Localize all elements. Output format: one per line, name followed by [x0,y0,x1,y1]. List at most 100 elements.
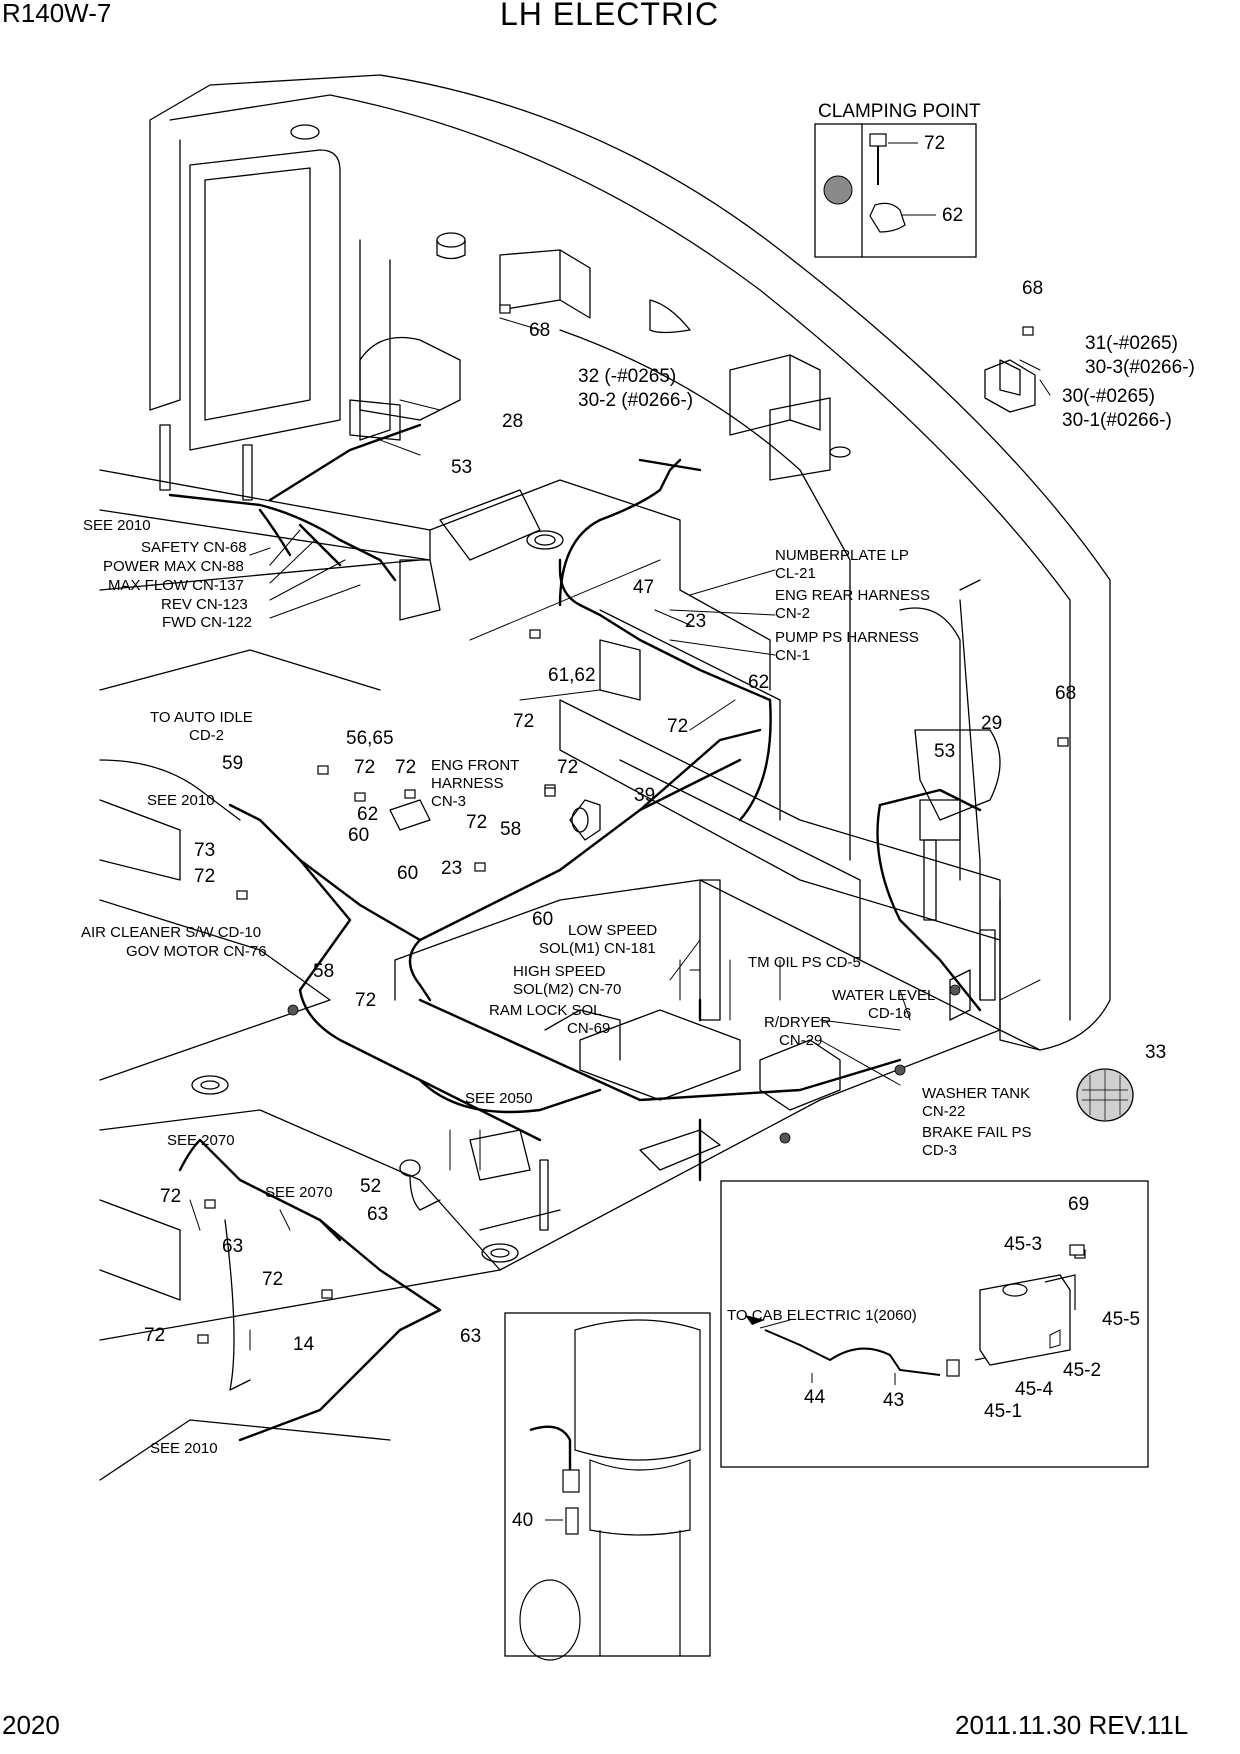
part-callout: 28 [502,411,524,432]
connector-label: PUMP PS HARNESS [775,629,919,646]
part-callout: 30(-#0265) [1062,386,1155,407]
connector-label: ENG FRONT [431,757,520,774]
connector-label: HARNESS [431,775,504,792]
connector-label: CN-3 [431,793,467,810]
connector-label: SOL(M2) CN-70 [513,981,622,998]
engine-cover-box [359,336,461,421]
connector-label: SAFETY CN-68 [141,539,247,556]
part-callout: 60 [348,825,370,846]
connector-label: BRAKE FAIL PS [922,1124,1032,1141]
part-callout: 58 [313,961,335,982]
air-cleaner-inset [504,1312,711,1661]
part-callout: 45-5 [1102,1309,1141,1330]
connector-label: RAM LOCK SOL [489,1002,602,1019]
part-callout: 45-2 [1063,1360,1102,1381]
connector-label: POWER MAX CN-88 [103,558,244,575]
connector-label: R/DRYER [764,1014,832,1031]
part-callout: 62 [748,672,770,693]
connector-label: NUMBERPLATE LP [775,547,909,564]
part-callout: 72 [144,1325,166,1346]
connector-label: SOL(M1) CN-181 [539,940,656,957]
connector-label: REV CN-123 [161,596,248,613]
connector-label: ENG REAR HARNESS [775,587,931,604]
connector-label: MAX FLOW CN-137 [108,577,244,594]
counterweight-outline [149,74,1111,1051]
reference-label: SEE 2050 [465,1090,533,1107]
part-callout: 73 [194,840,216,861]
part-callout: 29 [981,713,1003,734]
part-callout: 47 [633,577,655,598]
part-callout: 32 (-#0265) [578,366,677,387]
part-callout: 63 [460,1326,482,1347]
part-callout: 69 [1068,1194,1090,1215]
reference-label: SEE 2010 [147,792,215,809]
part-callout: 72 [466,812,488,833]
part-callout: 30-3(#0266-) [1085,357,1195,378]
part-callout: 72 [262,1269,284,1290]
part-callout: 72 [354,757,376,778]
connector-label: CL-21 [775,565,816,582]
frame-deck [99,469,431,561]
part-callout: 40 [512,1510,534,1531]
part-callout: 61,62 [548,665,596,686]
part-callout: 23 [441,858,463,879]
part-callout: 45-3 [1004,1234,1043,1255]
part-callout: 43 [883,1390,905,1411]
part-callout: 63 [222,1236,244,1257]
part-callout: 60 [397,863,419,884]
part-callout: 72 [355,990,377,1011]
connector-label: GOV MOTOR CN-76 [126,943,267,960]
part-callout: 30-2 (#0266-) [578,390,694,411]
part-callout: 72 [194,866,216,887]
part-callout: 68 [1022,278,1044,299]
connector-label: CD-16 [868,1005,912,1022]
part-callout: 72 [395,757,417,778]
connector-label: CD-2 [189,727,225,744]
connector-label: CN-22 [922,1103,966,1120]
part-callout: 53 [451,457,473,478]
grommet-dots [287,984,961,1144]
part-callout: 62 [357,804,379,825]
solenoid-body [569,799,601,841]
part-callout: 72 [667,716,689,737]
filter-screen-part [1076,1068,1134,1122]
connector-label: LOW SPEED [568,922,658,939]
clamping-part-callout: 62 [942,205,964,226]
reference-label: SEE 2070 [265,1184,333,1201]
connector-label: TM OIL PS CD-5 [748,954,861,971]
connector-label: WASHER TANK [922,1085,1031,1102]
diagram-title: LH ELECTRIC [500,0,720,32]
connector-label: FWD CN-122 [162,614,253,631]
part-callout: 45-4 [1015,1379,1054,1400]
connector-label: WATER LEVEL [832,987,936,1004]
part-callout: 58 [500,819,522,840]
part-callout: 59 [222,753,244,774]
connector-label: CD-3 [922,1142,958,1159]
washer-tank-inset [720,1180,1149,1468]
main-harness [168,423,982,1442]
connector-label: CN-29 [779,1032,823,1049]
reference-label: SEE 2010 [150,1440,218,1457]
part-callout: 68 [529,320,551,341]
part-callout: 31(-#0265) [1085,333,1178,354]
connector-label: CN-2 [775,605,811,622]
part-callout: 60 [532,909,554,930]
part-callout: 30-1(#0266-) [1062,410,1172,431]
part-callout: 68 [1055,683,1077,704]
clamping-point-box [814,123,977,258]
model-label: R140W-7 [2,0,112,28]
part-callout: 52 [360,1176,382,1197]
leader-lines [189,317,1051,1351]
connector-label: CN-1 [775,647,811,664]
part-callout: 72 [513,711,535,732]
part-callout: 23 [685,611,707,632]
part-callout: 33 [1145,1042,1167,1063]
part-callout: 39 [634,785,656,806]
connector-label: CN-69 [567,1020,611,1037]
reference-label: TO CAB ELECTRIC 1(2060) [727,1307,917,1324]
part-callout: 72 [557,757,579,778]
reference-label: SEE 2010 [83,517,151,534]
part-callout: 53 [934,741,956,762]
